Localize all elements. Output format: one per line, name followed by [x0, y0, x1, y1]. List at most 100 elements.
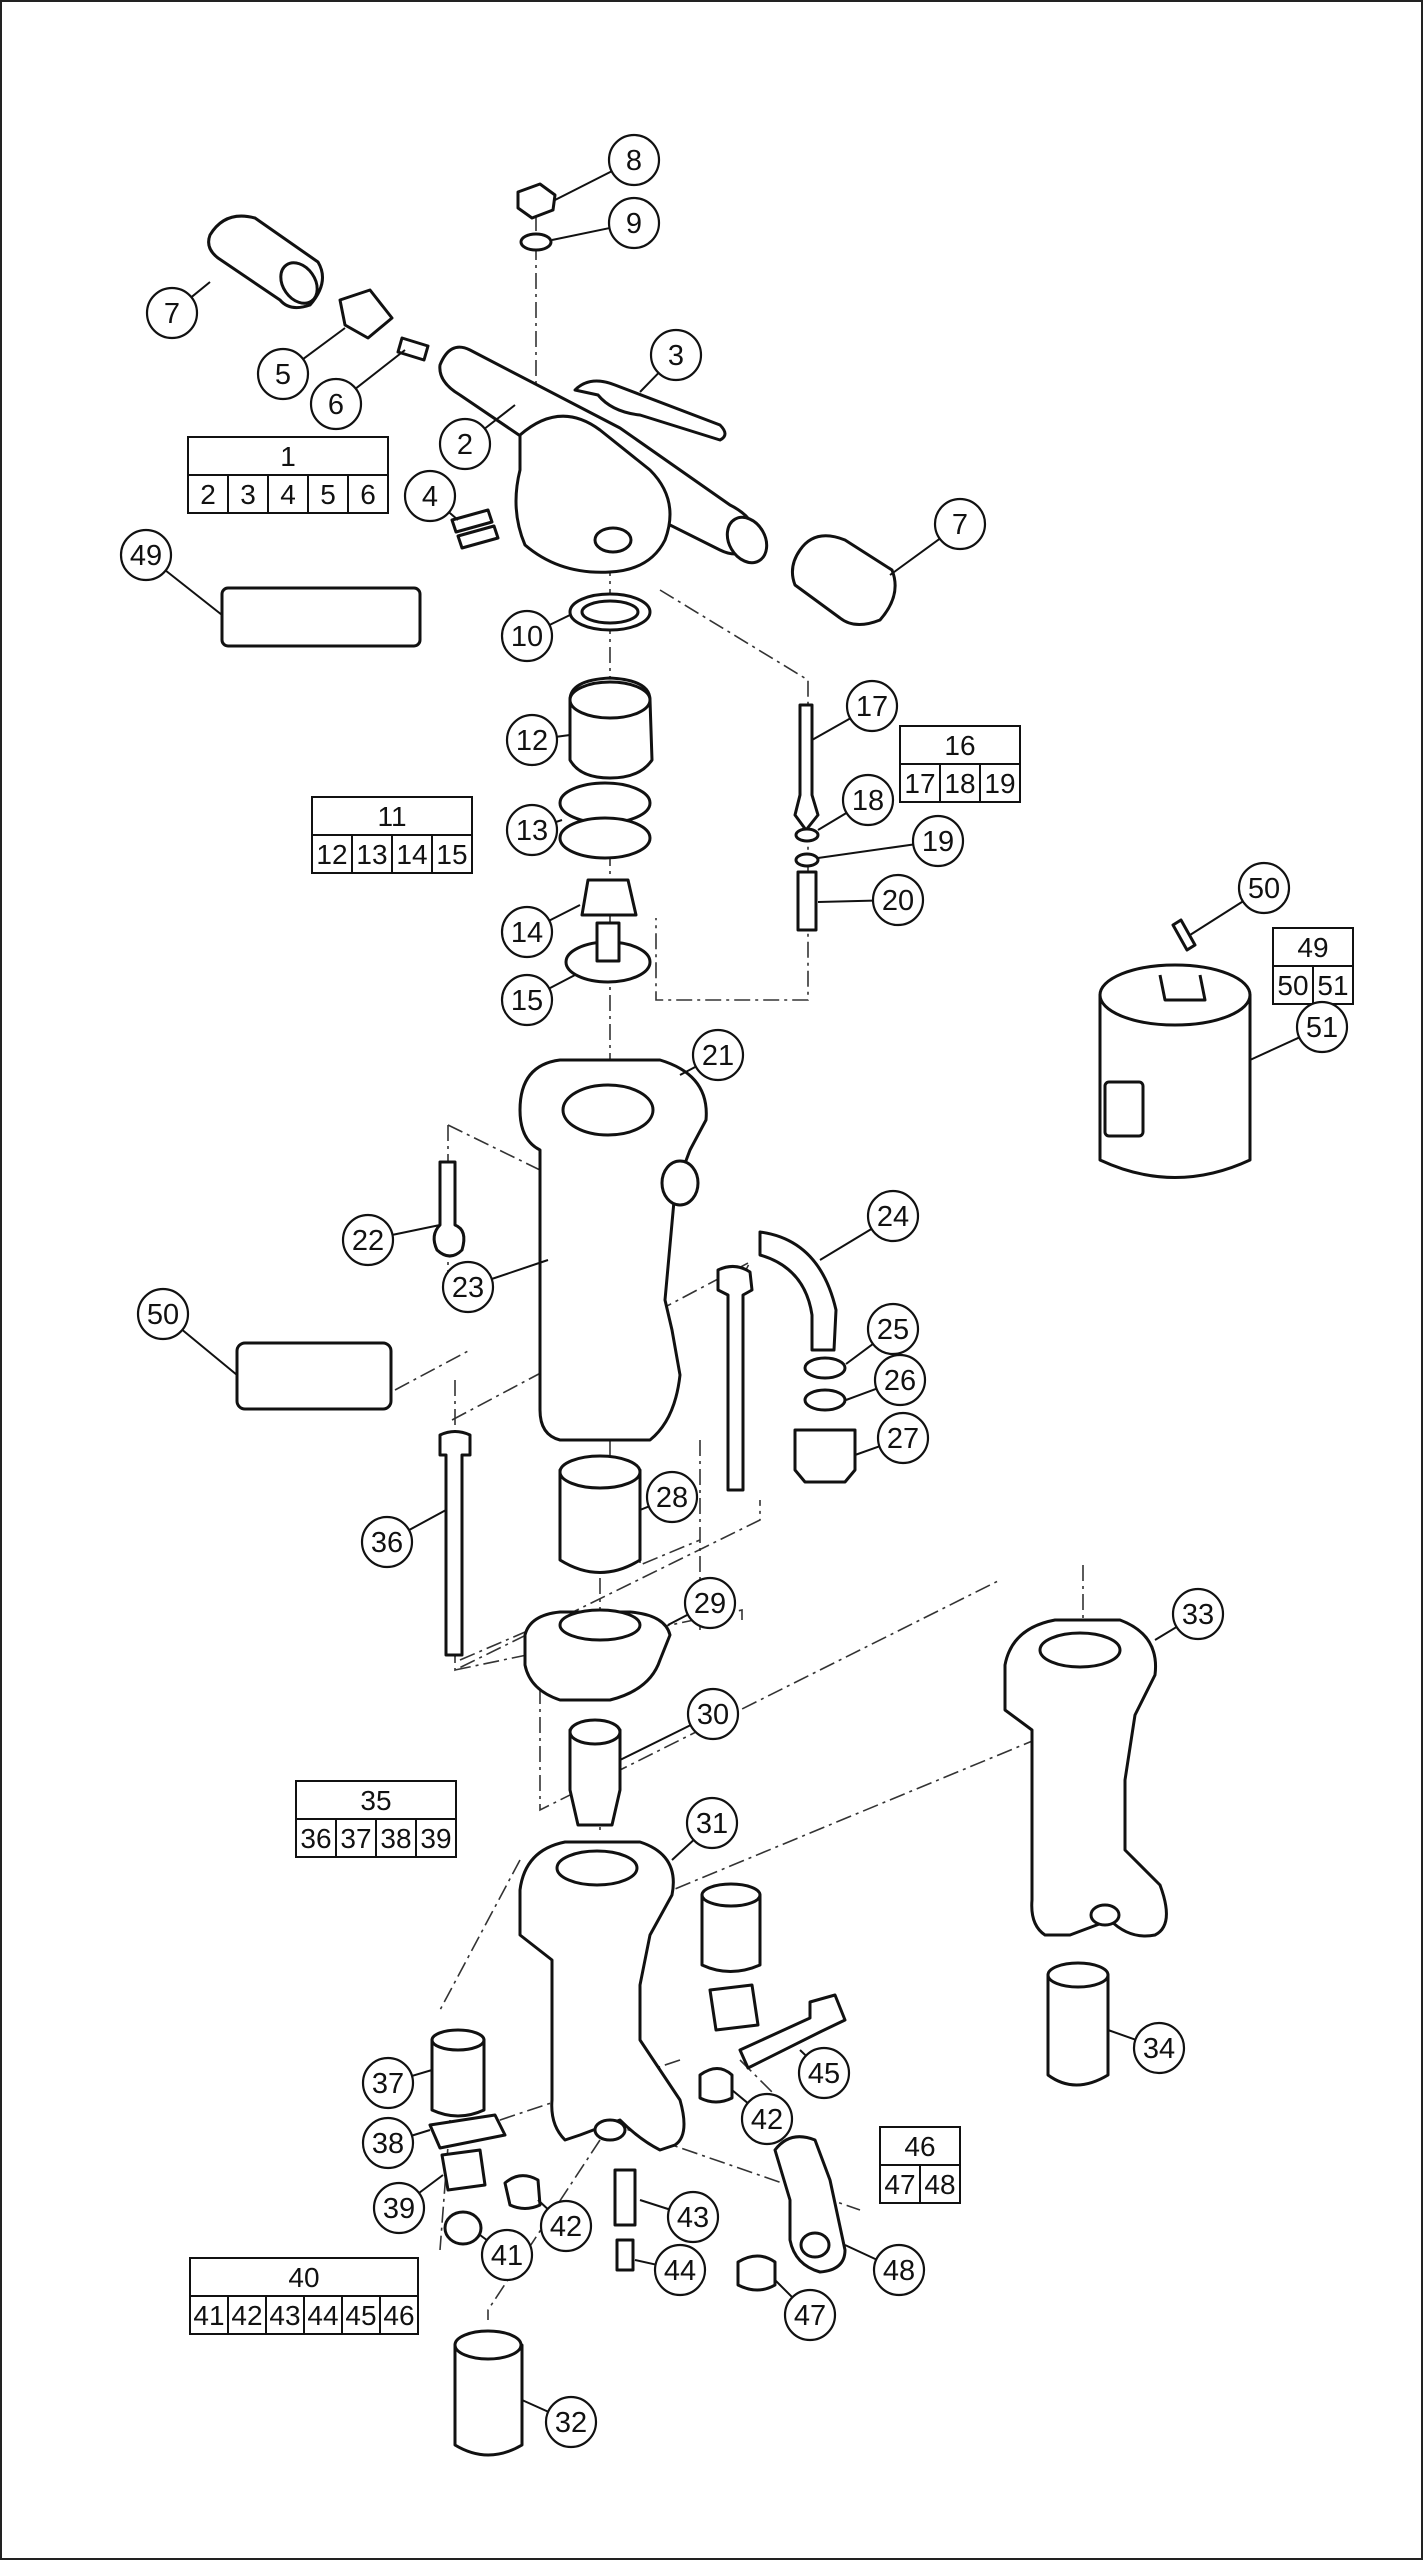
kit-part-number: 44: [307, 2300, 338, 2331]
callout-number: 50: [147, 1299, 179, 1331]
callout-number: 34: [1143, 2033, 1175, 2065]
callout-number: 27: [887, 1423, 919, 1455]
kit-part-number: 37: [340, 1823, 371, 1854]
callout-38: 38: [361, 2116, 431, 2170]
callout-8: 8: [554, 133, 661, 201]
callout-15: 15: [500, 973, 576, 1027]
callout-number: 23: [452, 1272, 484, 1304]
callout-12: 12: [505, 713, 571, 767]
kit-part-number: 19: [984, 768, 1015, 799]
callout-number: 42: [751, 2104, 783, 2136]
callout-34: 34: [1107, 2021, 1186, 2075]
callout-number: 26: [884, 1365, 916, 1397]
callout-39: 39: [372, 2174, 444, 2235]
callout-number: 38: [372, 2128, 404, 2160]
callout-number: 15: [511, 985, 543, 1017]
callout-number: 42: [550, 2211, 582, 2243]
callout-number: 45: [808, 2058, 840, 2090]
callout-18: 18: [817, 773, 895, 831]
callout-5: 5: [256, 327, 346, 401]
callout-37: 37: [361, 2056, 433, 2110]
callout-22: 22: [341, 1213, 441, 1267]
callout-number: 13: [516, 815, 548, 847]
callout-number: 10: [511, 621, 543, 653]
kit-part-number: 13: [356, 839, 387, 870]
callout-17: 17: [811, 679, 899, 741]
callout-number: 44: [664, 2255, 696, 2287]
callout-number: 37: [372, 2068, 404, 2100]
part-callouts: 2345689101213141517181920212223242526272…: [119, 133, 1349, 2449]
callout-number: 24: [877, 1201, 909, 1233]
kit-part-number: 15: [436, 839, 467, 870]
kit-part-number: 46: [383, 2300, 414, 2331]
callout-number: 30: [697, 1699, 729, 1731]
callout-6: 6: [309, 349, 406, 431]
kit-part-number: 12: [316, 839, 347, 870]
callout-number: 47: [794, 2300, 826, 2332]
kit-number: 35: [360, 1785, 391, 1816]
kit-number: 11: [377, 801, 406, 832]
callout-14: 14: [500, 904, 581, 959]
callout-number: 39: [383, 2193, 415, 2225]
kit-part-number: 17: [904, 768, 935, 799]
kit-part-number: 4: [280, 479, 296, 510]
callout-number: 49: [130, 540, 162, 572]
kit-table-35: 35 36 37 38 39: [295, 1780, 457, 1858]
callout-7b: 7: [889, 497, 987, 576]
kit-part-number: 5: [320, 479, 336, 510]
part-drawings: [207, 182, 1252, 2457]
callout-number: 29: [694, 1588, 726, 1620]
callout-number: 18: [852, 785, 884, 817]
callout-number: 14: [511, 917, 543, 949]
kit-part-number: 47: [884, 2169, 915, 2200]
callout-43: 43: [639, 2190, 720, 2244]
kit-number: 16: [944, 730, 975, 761]
callout-number: 51: [1306, 1012, 1338, 1044]
callout-number: 50: [1248, 873, 1280, 905]
callout-33: 33: [1154, 1587, 1225, 1641]
callout-number: 41: [491, 2240, 523, 2272]
kit-part-number: 36: [300, 1823, 331, 1854]
callout-7a: 7: [145, 281, 211, 340]
callout-number: 12: [516, 725, 548, 757]
callout-4: 4: [403, 469, 459, 523]
kit-number: 1: [280, 441, 296, 472]
kit-part-number: 38: [380, 1823, 411, 1854]
kit-part-number: 48: [924, 2169, 955, 2200]
callout-50b: 50: [136, 1287, 238, 1376]
kit-part-number: 18: [944, 768, 975, 799]
callout-9: 9: [551, 196, 661, 250]
kit-part-number: 39: [420, 1823, 451, 1854]
callout-23: 23: [441, 1259, 549, 1314]
callout-number: 19: [922, 826, 954, 858]
callout-number: 4: [422, 481, 438, 513]
callout-number: 22: [352, 1225, 384, 1257]
callout-42b: 42: [537, 2199, 593, 2253]
callout-21: 21: [679, 1028, 745, 1082]
kit-part-number: 2: [200, 479, 216, 510]
callout-26: 26: [845, 1353, 927, 1407]
callout-27: 27: [854, 1411, 930, 1465]
callout-42a: 42: [731, 2089, 794, 2146]
kit-number: 49: [1297, 932, 1328, 963]
kit-table-16: 16 17 18 19: [899, 725, 1021, 803]
callout-number: 5: [275, 359, 291, 391]
callout-number: 25: [877, 1314, 909, 1346]
callout-13: 13: [505, 803, 563, 857]
callout-number: 20: [882, 885, 914, 917]
callout-number: 43: [677, 2202, 709, 2234]
callout-10: 10: [500, 609, 571, 663]
callout-number: 3: [668, 340, 684, 372]
callout-28: 28: [639, 1470, 699, 1524]
callout-31: 31: [671, 1796, 739, 1861]
callout-48: 48: [844, 2243, 926, 2297]
callout-2: 2: [438, 404, 516, 471]
callout-45: 45: [797, 2046, 851, 2100]
kit-part-number: 3: [240, 479, 256, 510]
